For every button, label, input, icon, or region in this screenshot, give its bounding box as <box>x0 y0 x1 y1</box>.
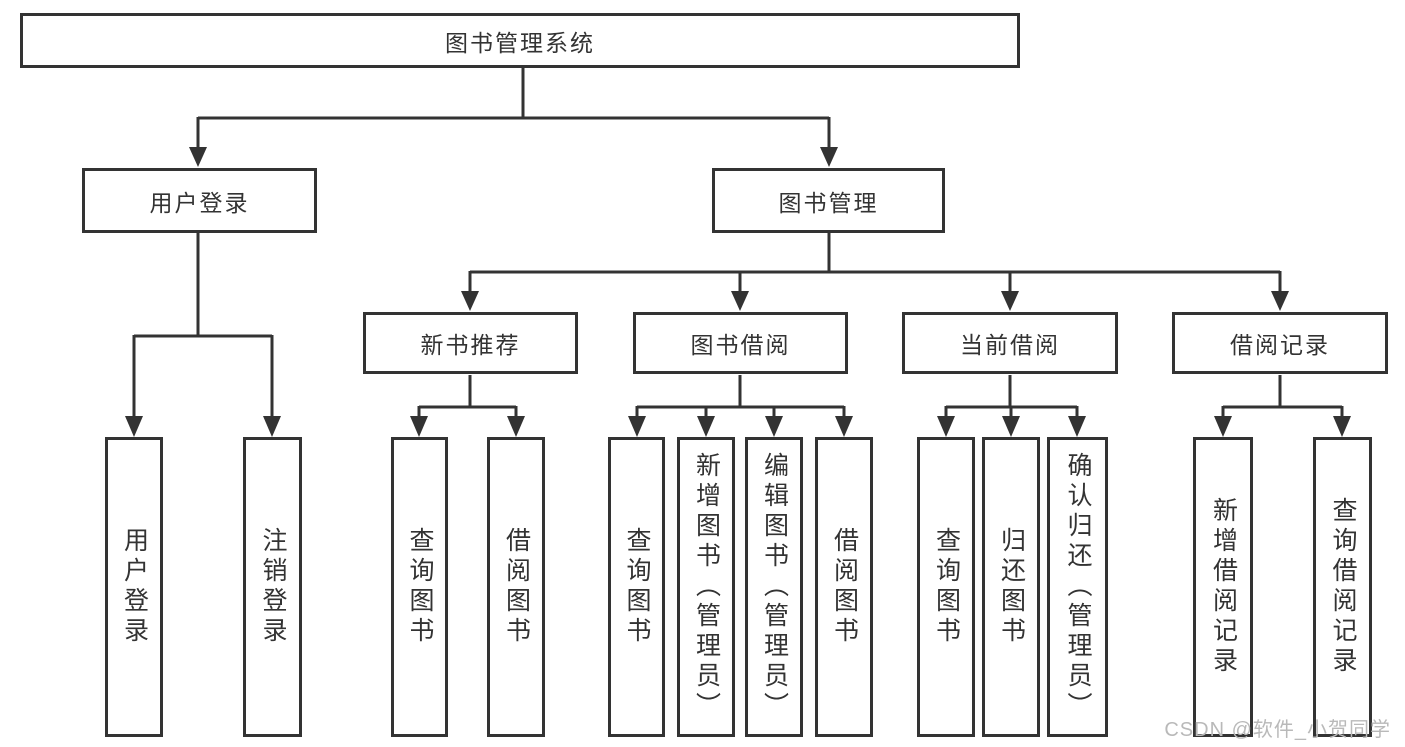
arrow-down-icon <box>263 416 281 437</box>
node-book-borrowing: 图书借阅 <box>633 312 848 374</box>
arrow-down-icon <box>697 416 715 437</box>
connector-user-login <box>132 231 274 420</box>
leaf-return-books-label: 归还图书 <box>997 527 1026 647</box>
arrow-down-icon <box>125 416 143 437</box>
leaf-query-books-borrowing: 查询图书 <box>608 437 665 737</box>
leaf-return-books: 归还图书 <box>982 437 1040 737</box>
node-book-management-label: 图书管理 <box>778 189 879 216</box>
arrow-down-icon <box>461 291 479 311</box>
connector-root <box>196 66 831 150</box>
leaf-add-book-admin-label: 新增图书（管理员） <box>692 452 721 722</box>
leaf-query-borrow-record: 查询借阅记录 <box>1313 437 1372 737</box>
arrow-down-icon <box>1002 416 1020 437</box>
node-current-borrowing-label: 当前借阅 <box>960 332 1060 358</box>
arrow-down-icon <box>410 416 428 437</box>
arrow-down-icon <box>765 416 783 437</box>
arrow-down-icon <box>731 291 749 311</box>
arrow-down-icon <box>1214 416 1232 437</box>
leaf-logout: 注销登录 <box>243 437 302 737</box>
leaf-borrow-books-recommend: 借阅图书 <box>487 437 545 737</box>
node-new-book-recommendation-label: 新书推荐 <box>420 332 521 358</box>
leaf-borrow-books-borrowing-label: 借阅图书 <box>830 527 859 647</box>
node-root: 图书管理系统 <box>20 13 1020 68</box>
connector-book-borrowing <box>635 375 846 420</box>
arrow-down-icon <box>628 416 646 437</box>
leaf-query-books-current: 查询图书 <box>917 437 975 737</box>
leaf-add-borrow-record: 新增借阅记录 <box>1193 437 1253 737</box>
leaf-user-login: 用户登录 <box>105 437 163 737</box>
leaf-edit-book-admin: 编辑图书（管理员） <box>745 437 803 737</box>
arrow-down-icon <box>1333 416 1351 437</box>
arrow-down-icon <box>937 416 955 437</box>
arrow-down-icon <box>507 416 525 437</box>
arrow-down-icon <box>1001 291 1019 311</box>
leaf-query-borrow-record-label: 查询借阅记录 <box>1329 497 1357 677</box>
connector-book-management <box>468 231 1282 294</box>
arrow-down-icon <box>820 147 838 167</box>
leaf-edit-book-admin-label: 编辑图书（管理员） <box>760 452 789 722</box>
leaf-borrow-books-recommend-label: 借阅图书 <box>502 527 531 647</box>
leaf-add-book-admin: 新增图书（管理员） <box>677 437 735 737</box>
node-root-label: 图书管理系统 <box>445 29 595 56</box>
node-book-management: 图书管理 <box>712 168 945 233</box>
leaf-logout-label: 注销登录 <box>259 527 287 647</box>
leaf-add-borrow-record-label: 新增借阅记录 <box>1209 497 1238 677</box>
arrow-down-icon <box>1271 291 1289 311</box>
leaf-query-books-recommend: 查询图书 <box>391 437 448 737</box>
leaf-confirm-return-admin-label: 确认归还（管理员） <box>1064 452 1092 722</box>
node-user-login-label: 用户登录 <box>149 189 250 216</box>
leaf-query-books-current-label: 查询图书 <box>932 527 961 647</box>
node-user-login: 用户登录 <box>82 168 317 233</box>
leaf-borrow-books-borrowing: 借阅图书 <box>815 437 873 737</box>
node-new-book-recommendation: 新书推荐 <box>363 312 578 374</box>
node-book-borrowing-label: 图书借阅 <box>690 332 791 358</box>
node-borrowing-records-label: 借阅记录 <box>1230 332 1330 358</box>
arrow-down-icon <box>189 147 207 167</box>
leaf-query-books-borrowing-label: 查询图书 <box>623 527 651 647</box>
node-current-borrowing: 当前借阅 <box>902 312 1118 374</box>
csdn-watermark: CSDN @软件_小贺同学 <box>1164 719 1391 741</box>
arrow-down-icon <box>1068 416 1086 437</box>
leaf-user-login-label: 用户登录 <box>120 527 149 647</box>
node-borrowing-records: 借阅记录 <box>1172 312 1388 374</box>
connector-borrowing-records <box>1221 375 1344 420</box>
leaf-query-books-recommend-label: 查询图书 <box>406 527 434 647</box>
arrow-down-icon <box>835 416 853 437</box>
connector-current-borrowing <box>944 375 1079 420</box>
leaf-confirm-return-admin: 确认归还（管理员） <box>1047 437 1108 737</box>
connector-new-book-recommendation <box>417 375 518 420</box>
